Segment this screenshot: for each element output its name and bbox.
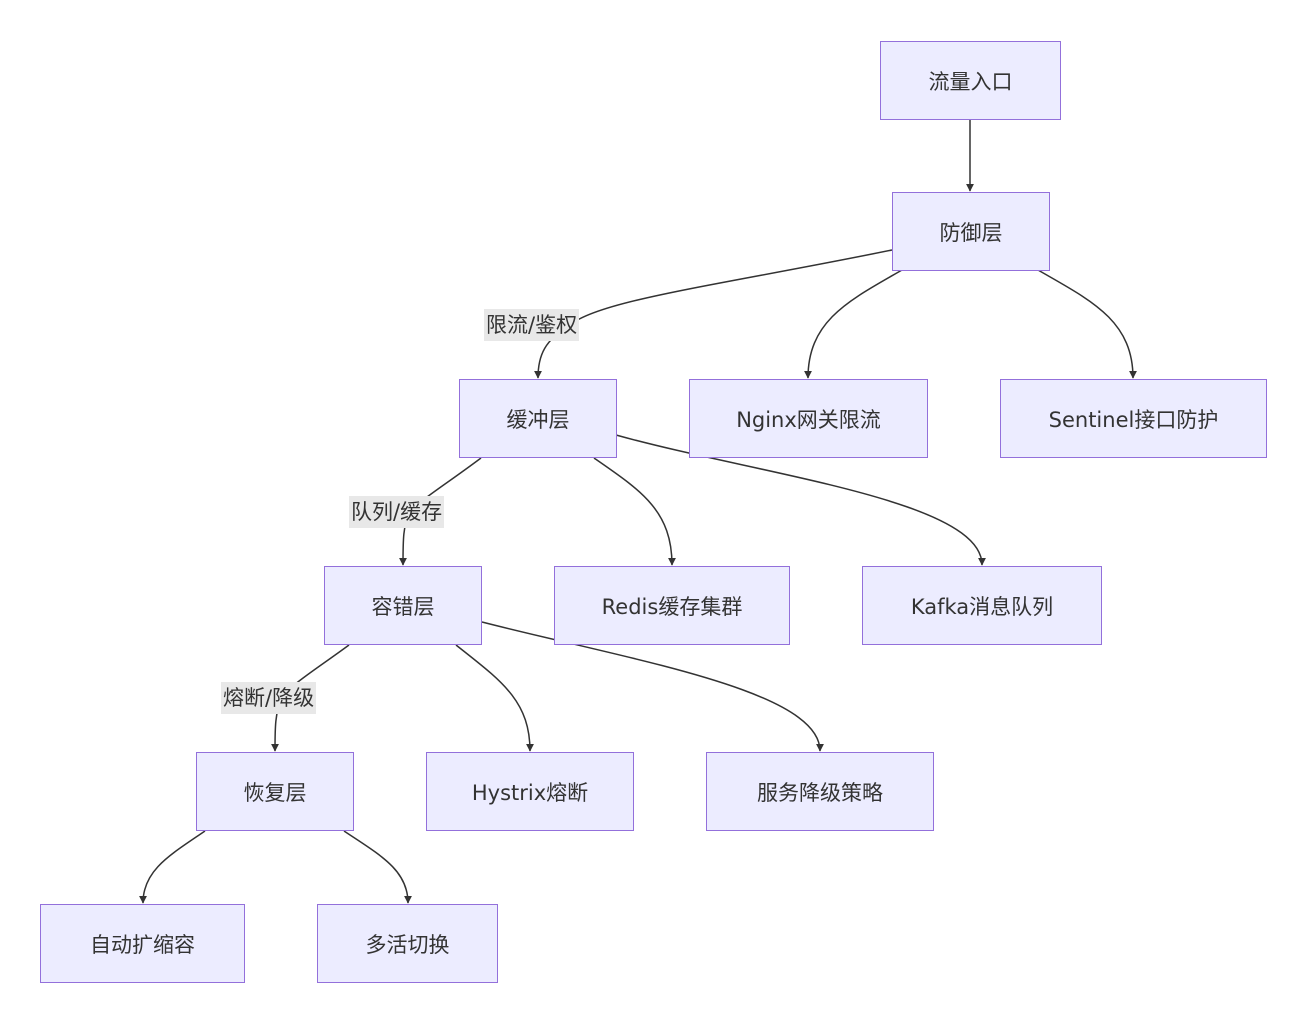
node-redis-cluster: Redis缓存集群 bbox=[554, 566, 790, 645]
node-label: 多活切换 bbox=[365, 932, 450, 957]
node-kafka-queue: Kafka消息队列 bbox=[862, 566, 1102, 645]
node-label: 流量入口 bbox=[928, 69, 1013, 94]
node-buffer-layer: 缓冲层 bbox=[459, 379, 617, 458]
node-label: Hystrix熔断 bbox=[471, 780, 589, 805]
node-recovery-layer: 恢复层 bbox=[196, 752, 354, 831]
edge-recovery-to-autoscale bbox=[139, 830, 206, 904]
node-traffic-entry: 流量入口 bbox=[880, 41, 1061, 120]
edge-fault-to-hystrix bbox=[455, 644, 534, 752]
edge-label-queue-cache: 队列/缓存 bbox=[349, 496, 445, 528]
node-defense-layer: 防御层 bbox=[892, 192, 1050, 271]
edge-buffer-to-redis bbox=[593, 457, 676, 566]
edge-fault-to-degrade bbox=[481, 621, 824, 752]
edge-label-breaker-degrade: 熔断/降级 bbox=[221, 682, 317, 714]
node-sentinel-protection: Sentinel接口防护 bbox=[1000, 379, 1267, 458]
edge-recovery-to-multiactive bbox=[343, 830, 412, 904]
node-label: Kafka消息队列 bbox=[910, 594, 1054, 619]
node-label: 缓冲层 bbox=[506, 407, 570, 432]
node-label: 自动扩缩容 bbox=[90, 932, 195, 957]
node-label: 容错层 bbox=[371, 594, 435, 619]
node-auto-scaling: 自动扩缩容 bbox=[40, 904, 245, 983]
node-label: 服务降级策略 bbox=[757, 780, 883, 805]
node-multi-active-switch: 多活切换 bbox=[317, 904, 498, 983]
node-hystrix-breaker: Hystrix熔断 bbox=[426, 752, 634, 831]
node-label: 恢复层 bbox=[243, 780, 307, 805]
node-label: 防御层 bbox=[939, 220, 1003, 245]
edge-defense-to-sentinel bbox=[1037, 269, 1137, 379]
node-label: Sentinel接口防护 bbox=[1048, 407, 1219, 432]
node-label: Redis缓存集群 bbox=[601, 594, 743, 619]
node-degrade-strategy: 服务降级策略 bbox=[706, 752, 934, 831]
edge-defense-to-nginx bbox=[804, 269, 903, 379]
edge-defense-to-buffer bbox=[534, 249, 893, 379]
edge-buffer-to-kafka bbox=[615, 434, 986, 566]
node-label: Nginx网关限流 bbox=[736, 407, 881, 432]
edge-label-rate-limit-auth: 限流/鉴权 bbox=[484, 309, 580, 341]
node-fault-tolerance-layer: 容错层 bbox=[324, 566, 482, 645]
node-nginx-rate-limit: Nginx网关限流 bbox=[689, 379, 928, 458]
